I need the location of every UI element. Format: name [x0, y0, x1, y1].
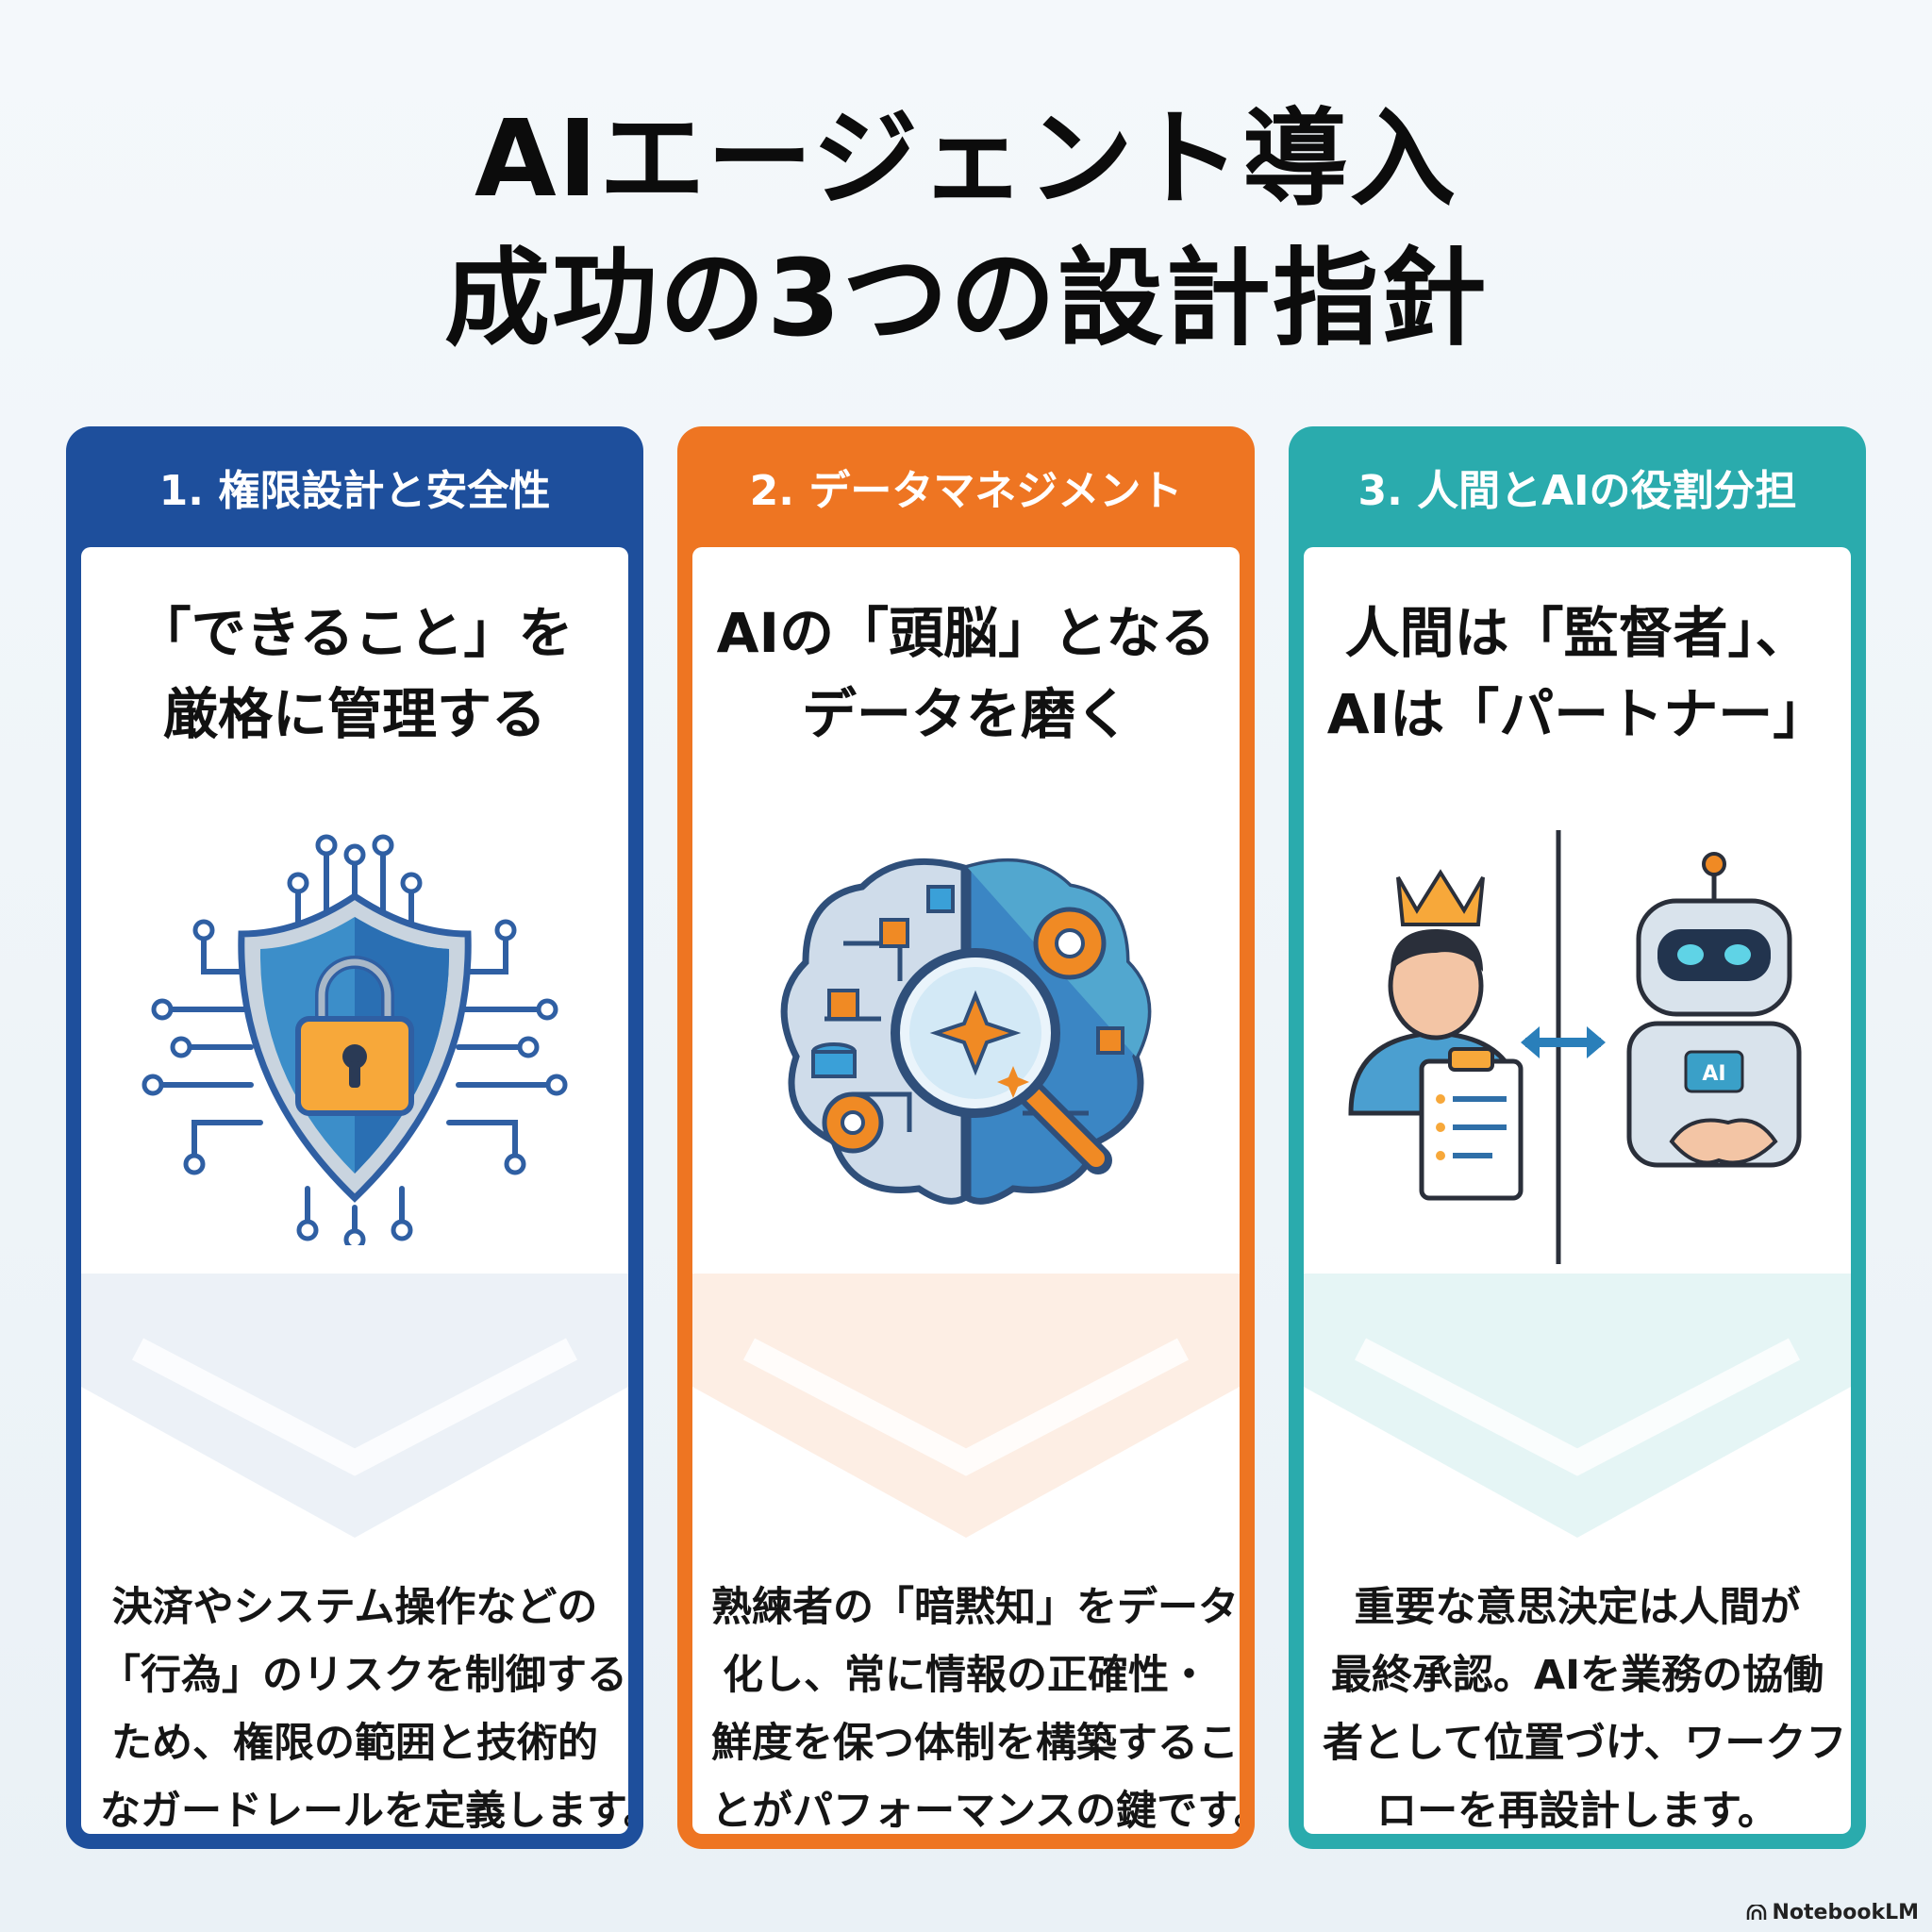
desc-line: とがパフォーマンスの鍵です。: [711, 1788, 1240, 1834]
card-title-line-2: データを磨く: [801, 682, 1130, 746]
desc-line: 最終承認。AIを業務の協働: [1330, 1652, 1824, 1699]
card-body: 「できること」を 厳格に管理する: [81, 547, 628, 1834]
card-title-line-2: AIは「パートナー」: [1326, 682, 1828, 746]
page-title: AIエージェント導入 成功の3つの設計指針: [0, 90, 1932, 369]
card-title: AIの「頭脳」となる データを磨く: [692, 592, 1240, 755]
chevron-down-decor: [81, 1274, 628, 1538]
card-header: 3. 人間とAIの役割分担: [1357, 467, 1797, 515]
card-description: 熟練者の「暗黙知」をデータ 化し、常に情報の正確性・ 鮮度を保つ体制を構築するこ…: [711, 1574, 1240, 1834]
card-title-line-1: AIの「頭脳」となる: [716, 601, 1216, 665]
card-title: 人間は「監督者」、 AIは「パートナー」: [1304, 592, 1851, 755]
card-description: 重要な意思決定は人間が 最終承認。AIを業務の協働 者として位置づけ、ワークフ …: [1323, 1574, 1847, 1834]
robot-badge-label: AI: [1702, 1062, 1725, 1086]
card-body: AIの「頭脳」となる データを磨く: [692, 547, 1240, 1834]
card-title: 「できること」を 厳格に管理する: [81, 592, 628, 755]
card-title-line-1: 「できること」を: [136, 601, 574, 665]
card-title-line-1: 人間は「監督者」、: [1344, 601, 1810, 665]
human-robot-handshake-icon: AI: [1348, 830, 1802, 1264]
card-header: 1. 権限設計と安全性: [158, 467, 551, 515]
shield-lock-circuit-icon: [142, 834, 568, 1245]
desc-line: 者として位置づけ、ワークフ: [1323, 1720, 1847, 1767]
card-title-line-2: 厳格に管理する: [162, 682, 546, 746]
robot-icon: AI: [1626, 852, 1802, 1168]
title-line-1: AIエージェント導入: [474, 98, 1458, 221]
desc-line: ローを再設計します。: [1376, 1788, 1778, 1834]
card-body: 人間は「監督者」、 AIは「パートナー」: [1304, 547, 1851, 1834]
desc-line: 決済やシステム操作などの: [111, 1584, 598, 1631]
card-description: 決済やシステム操作などの 「行為」のリスクを制御する ため、権限の範囲と技術的 …: [100, 1574, 628, 1834]
desc-line: 重要な意思決定は人間が: [1354, 1584, 1801, 1631]
desc-line: 「行為」のリスクを制御する: [100, 1652, 627, 1699]
chevron-down-decor: [692, 1274, 1240, 1538]
card-data-management: 2. データマネジメント AIの「頭脳」となる データを磨く: [677, 426, 1255, 1849]
card-role-division: 3. 人間とAIの役割分担 人間は「監督者」、 AIは「パートナー」: [1289, 426, 1866, 1849]
desc-line: 熟練者の「暗黙知」をデータ: [711, 1584, 1239, 1631]
desc-line: ため、権限の範囲と技術的: [111, 1720, 598, 1767]
footer-brand-label: NotebookLM: [1772, 1901, 1919, 1924]
brain-magnifier-icon: [780, 858, 1152, 1205]
desc-line: 化し、常に情報の正確性・: [723, 1652, 1209, 1699]
title-line-2: 成功の3つの設計指針: [444, 238, 1488, 360]
notebooklm-logo-icon: [1746, 1904, 1766, 1920]
crown-icon: [1396, 869, 1485, 926]
chevron-down-decor: [1304, 1274, 1851, 1538]
card-header: 2. データマネジメント: [749, 467, 1183, 515]
footer-brand: NotebookLM: [1746, 1901, 1919, 1924]
desc-line: 鮮度を保つ体制を構築するこ: [711, 1720, 1239, 1767]
double-arrow-icon: [1521, 1026, 1606, 1058]
card-permission-design: 1. 権限設計と安全性 「できること」を 厳格に管理する: [66, 426, 643, 1849]
clipboard-icon: [1419, 1047, 1524, 1201]
desc-line: なガードレールを定義します。: [100, 1788, 628, 1834]
